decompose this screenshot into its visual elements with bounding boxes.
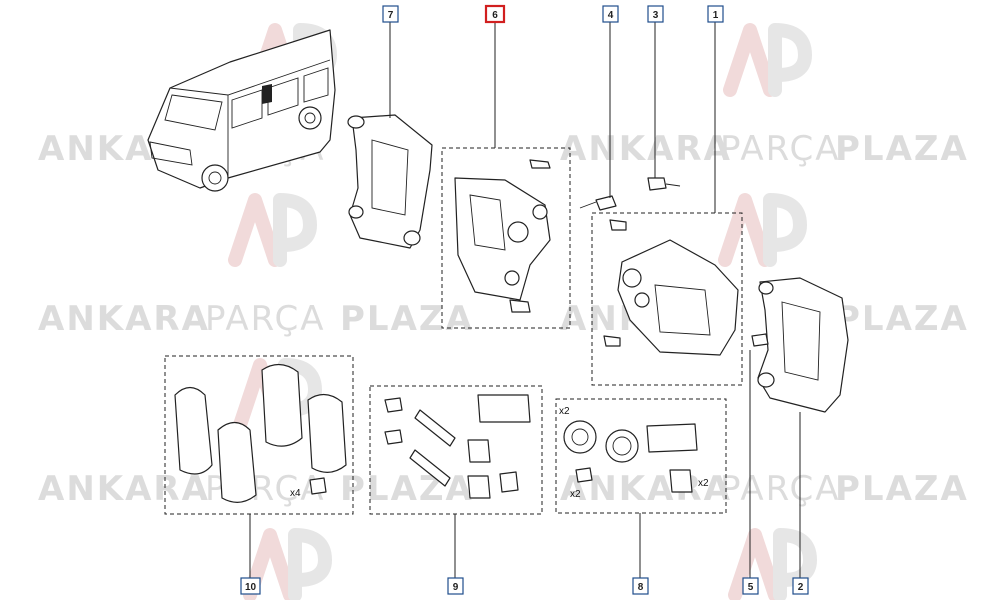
callout-label: 9 xyxy=(453,582,459,593)
watermark-word: PLAZA xyxy=(835,469,969,509)
callout-4[interactable]: 4 xyxy=(602,5,619,23)
seal-screw-quantity: x2 xyxy=(570,489,581,500)
watermark-logo xyxy=(228,193,317,267)
van-illustration xyxy=(147,29,336,192)
callout-7[interactable]: 7 xyxy=(382,5,399,23)
callout-label: 8 xyxy=(638,582,644,593)
callout-1[interactable]: 1 xyxy=(707,5,724,23)
callout-8[interactable]: 8 xyxy=(632,577,649,595)
part-9-guide-pin-kit xyxy=(384,394,531,499)
watermark-word: PLAZA xyxy=(340,299,474,339)
seal-boot-quantity: x2 xyxy=(698,478,709,489)
part-3-bolt xyxy=(647,177,681,191)
group-9-guide-pin-kit-outline xyxy=(369,385,543,515)
seal-ring-quantity: x2 xyxy=(559,406,570,417)
callout-label: 4 xyxy=(608,10,614,21)
callout-label: 2 xyxy=(798,582,804,593)
callout-label: 5 xyxy=(748,582,754,593)
part-2-caliper-bracket xyxy=(757,277,849,413)
watermark-word: PLAZA xyxy=(835,299,969,339)
watermark-word: PLAZA xyxy=(340,469,474,509)
part-10-brake-pads: x4 xyxy=(174,363,347,503)
watermark-text: ANKARA PARÇA ANKARA PARÇA PLAZA ANKARA P… xyxy=(38,129,969,509)
watermark-word: PARÇA xyxy=(205,299,326,339)
callout-label: 3 xyxy=(653,10,659,21)
callout-9[interactable]: 9 xyxy=(447,577,464,595)
part-6-brake-caliper xyxy=(454,159,551,313)
group-6-caliper-outline xyxy=(441,147,571,329)
part-4-bleed-screw xyxy=(579,195,617,211)
part-8-seal-kit: x2 x2 x2 xyxy=(559,406,709,500)
group-8-seal-kit-outline xyxy=(555,398,727,514)
watermark-logo xyxy=(718,193,807,267)
callout-6[interactable]: 6 xyxy=(484,4,506,24)
callout-label: 10 xyxy=(245,582,257,593)
watermark-word: ANKARA xyxy=(38,469,210,509)
group-10-pads-outline xyxy=(164,355,354,515)
part-5-bolt xyxy=(751,333,769,347)
watermark-word: ANKARA xyxy=(38,299,210,339)
callout-5[interactable]: 5 xyxy=(742,577,759,595)
watermark-logo xyxy=(243,528,332,600)
part-1-brake-caliper xyxy=(603,219,739,356)
leader-lines xyxy=(249,22,801,578)
watermark-word: PARÇA xyxy=(720,129,841,169)
callout-label: 6 xyxy=(492,10,498,21)
watermark-word: PARÇA xyxy=(720,469,841,509)
callout-2[interactable]: 2 xyxy=(792,577,809,595)
pad-bolt-quantity: x4 xyxy=(290,488,301,499)
watermark-word: ANKARA xyxy=(560,129,732,169)
callout-label: 7 xyxy=(388,10,394,21)
watermark-word: PLAZA xyxy=(835,129,969,169)
part-7-caliper-bracket xyxy=(347,114,433,249)
callout-3[interactable]: 3 xyxy=(647,5,664,23)
callout-10[interactable]: 10 xyxy=(240,577,261,595)
watermark-logo xyxy=(723,23,812,97)
callout-label: 1 xyxy=(713,10,719,21)
